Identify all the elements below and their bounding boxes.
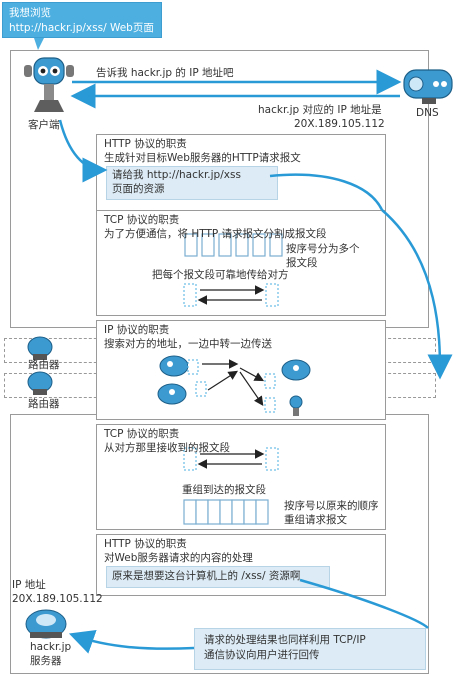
router-helmet-icon-right — [281, 359, 311, 381]
server-ip-label: IP 地址 — [12, 579, 46, 591]
http-request-line2: 页面的资源 — [112, 183, 165, 195]
ip-packet-2 — [195, 381, 207, 397]
ip-packet-4 — [264, 397, 276, 413]
ip-title: IP 协议的职责 — [104, 324, 170, 336]
router-label-1: 路由器 — [28, 359, 60, 371]
flow-arrow-response — [68, 630, 195, 654]
resource-panel — [106, 566, 330, 588]
browse-callout: 我想浏览 http://hackr.jp/xss/ Web页面 — [2, 2, 162, 38]
server-name-line1: hackr.jp — [30, 641, 72, 653]
tcp-order-line1: 按序号以原来的顺序 — [284, 500, 379, 512]
http-server-desc: 对Web服务器请求的内容的处理 — [104, 552, 253, 564]
http-client-title: HTTP 协议的职责 — [104, 138, 187, 150]
flow-arrow-client-http — [58, 119, 108, 183]
tcp-send-packet — [183, 283, 197, 307]
http-request-line1: 请给我 http://hackr.jp/xss — [112, 169, 241, 181]
dns-query-text: 告诉我 hackr.jp 的 IP 地址吧 — [96, 67, 234, 79]
dns-answer-line2: 20X.189.105.112 — [294, 118, 385, 130]
ip-desc: 搜索对方的地址，一边中转一边传送 — [104, 338, 272, 350]
tcp-layer-client — [96, 210, 386, 316]
tcp-reassemble-text: 重组到达的报文段 — [182, 484, 266, 496]
packet-segments-icon — [184, 233, 283, 257]
flow-arrow-to-server — [381, 209, 453, 380]
tcp-seq-line1: 按序号分为多个 — [286, 243, 360, 255]
ip-arrow-2 — [207, 370, 239, 391]
tcp-client-desc: 为了方便通信，将 HTTP 请求报文分割成报文段 — [104, 228, 327, 240]
router-helmet-icon-center — [157, 383, 187, 405]
client-robot-icon — [24, 57, 74, 112]
ip-packet-1 — [187, 359, 199, 375]
http-request-panel — [106, 166, 278, 200]
ip-arrow-3 — [239, 367, 265, 382]
reassembled-segments-icon — [183, 499, 269, 525]
client-label: 客户端 — [28, 119, 60, 131]
tcp-recv-packet — [265, 283, 279, 307]
http-server-title: HTTP 协议的职责 — [104, 538, 187, 550]
response-note-line2: 通信协议向用户进行回传 — [204, 649, 320, 661]
browse-callout-line1: 我想浏览 — [9, 7, 51, 19]
flow-arrow-http-tcp — [269, 173, 384, 211]
resource-text: 原来是想要这台计算机上的 /xss/ 资源啊 — [112, 570, 301, 582]
tcp-server-send-packet — [183, 447, 197, 471]
server-ip: 20X.189.105.112 — [12, 593, 103, 605]
dns-label: DNS — [416, 107, 439, 119]
ip-layer — [96, 320, 386, 420]
tcp-server-title: TCP 协议的职责 — [104, 428, 180, 440]
dns-server-icon — [403, 69, 453, 104]
server-name-line2: 服务器 — [30, 655, 62, 667]
tcp-server-desc: 从对方那里接收到的报文段 — [104, 442, 230, 454]
tcp-client-title: TCP 协议的职责 — [104, 214, 180, 226]
tcp-seq-line2: 报文段 — [286, 257, 318, 269]
tcp-order-line2: 重组请求报文 — [284, 514, 347, 526]
router-icon-2 — [27, 371, 53, 395]
response-note-line1: 请求的处理结果也同样利用 TCP/IP — [204, 634, 366, 646]
ip-arrow-4 — [239, 371, 264, 406]
dns-answer-line1: hackr.jp 对应的 IP 地址是 — [258, 104, 382, 116]
robot-small-icon — [289, 395, 303, 416]
router-icon-1 — [27, 336, 53, 360]
tcp-reliable-text: 把每个报文段可靠地传给对方 — [152, 269, 289, 281]
server-icon — [25, 609, 67, 639]
response-note-panel — [194, 628, 426, 670]
ip-packet-3 — [264, 373, 276, 389]
browse-callout-line2: http://hackr.jp/xss/ Web页面 — [9, 22, 154, 34]
flow-arrow-http-response — [299, 578, 429, 629]
tcp-server-recv-packet — [265, 447, 279, 471]
http-client-desc: 生成针对目标Web服务器的HTTP请求报文 — [104, 152, 301, 164]
router-label-2: 路由器 — [28, 398, 60, 410]
router-helmet-icon-left — [159, 355, 189, 377]
callout-pointer — [34, 38, 44, 50]
